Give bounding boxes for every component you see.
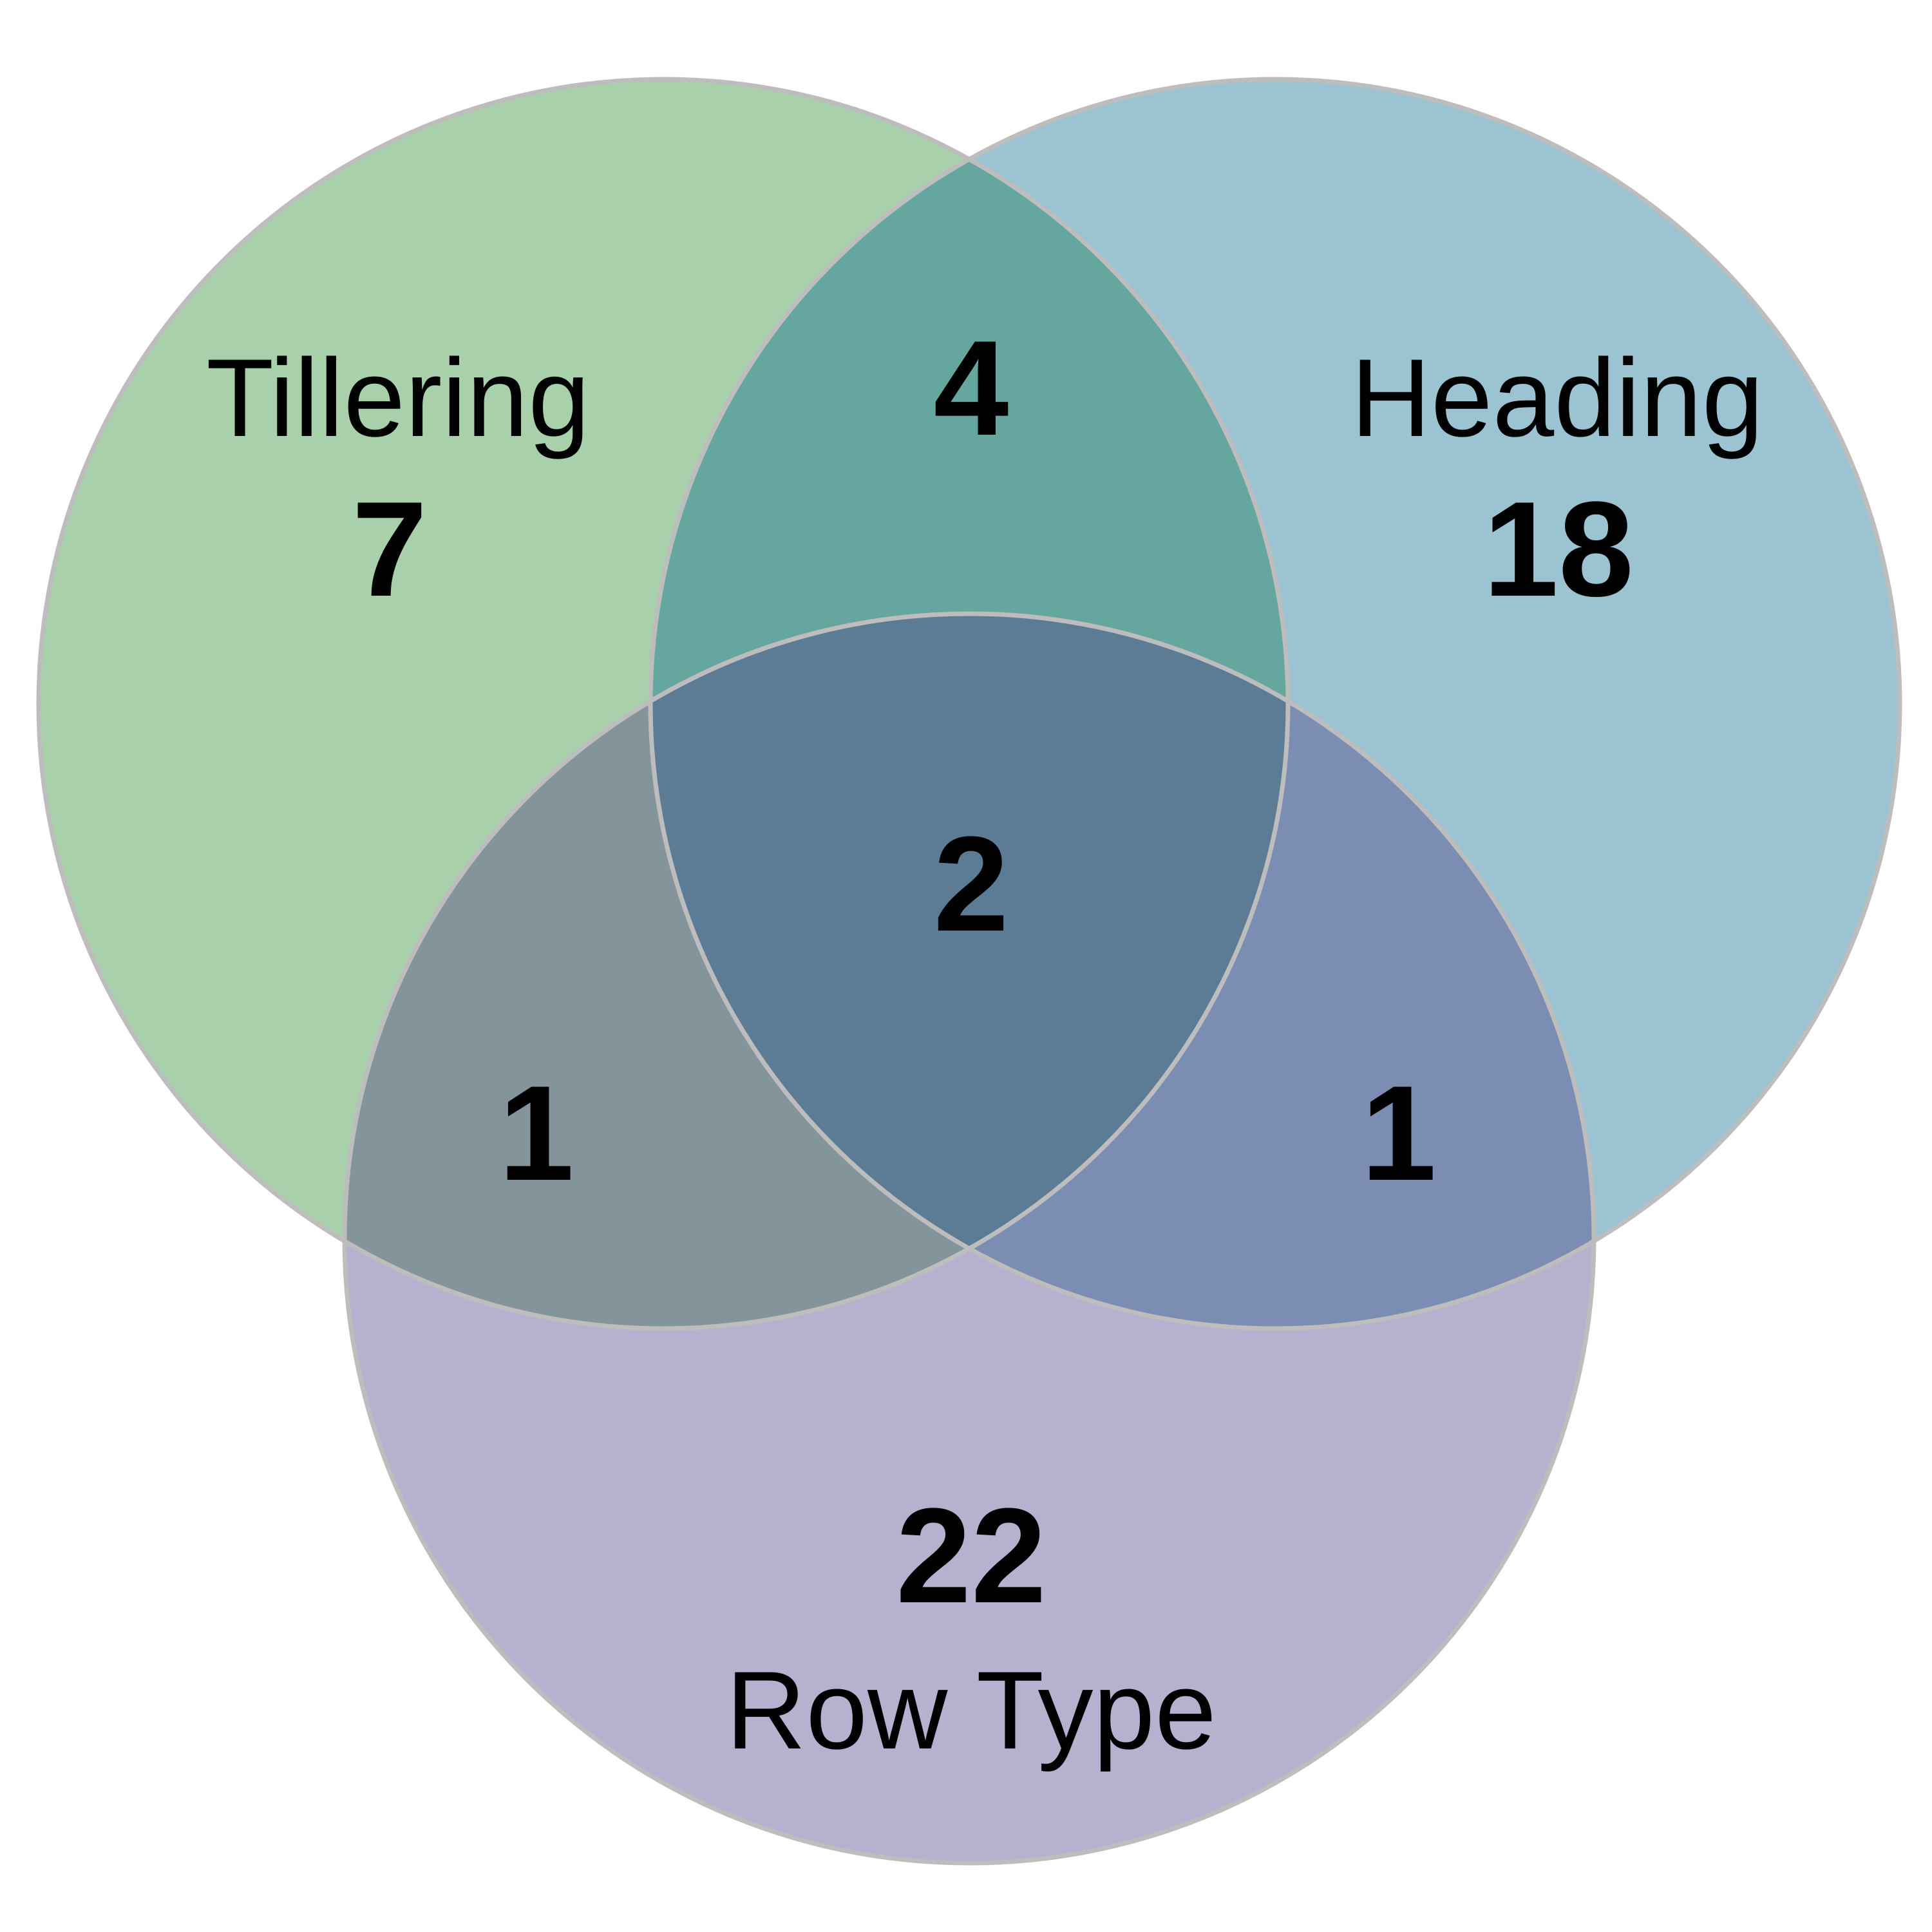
count-tillering-heading: 4 bbox=[934, 312, 1009, 464]
count-row-type-only: 22 bbox=[896, 1480, 1046, 1631]
count-tillering-row-type: 1 bbox=[499, 1057, 574, 1209]
label-row-type: Row Type bbox=[726, 1649, 1217, 1772]
label-tillering: Tillering bbox=[206, 336, 590, 460]
count-all-three: 2 bbox=[934, 808, 1009, 960]
count-heading-row-type: 1 bbox=[1361, 1057, 1437, 1209]
count-tillering-only: 7 bbox=[352, 473, 428, 625]
outline-tillering bbox=[36, 77, 1291, 1331]
count-heading-only: 18 bbox=[1483, 473, 1634, 625]
outline-row-type bbox=[342, 611, 1596, 1866]
outline-heading bbox=[648, 77, 1902, 1331]
label-heading: Heading bbox=[1351, 336, 1764, 460]
